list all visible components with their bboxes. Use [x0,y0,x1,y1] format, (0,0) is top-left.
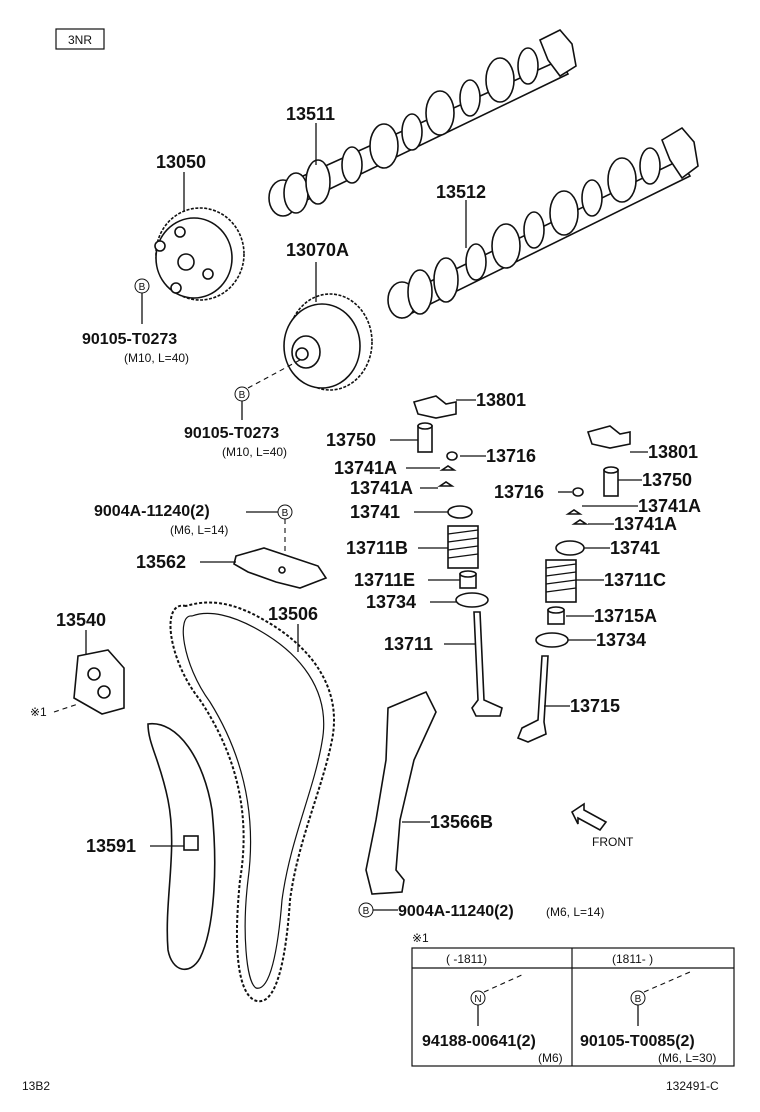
valve-13715 [516,655,549,743]
bolt-b-symbol-4-text: B [363,906,370,917]
label-13566B: 13566B [430,812,493,832]
keeper-13741A-left-1 [439,465,457,471]
sprocket-13050 [154,207,245,301]
camshaft-13512 [387,126,699,320]
valve-spring-13711B [447,525,479,569]
bolt-b-symbol-3-text: B [282,508,289,519]
label-13711E: 13711E [354,570,415,590]
front-arrow-icon [570,802,608,832]
label-13741Ac: 13741A [638,496,701,516]
chain-guide-13566B [365,690,437,895]
valve-spring-13711C [545,559,577,603]
label-13801b: 13801 [648,442,698,462]
shim-13716-right [572,487,584,497]
label-13716a: 13716 [486,446,536,466]
note-col2-spec: (M6, L=30) [658,1051,716,1065]
note-mark-label: ※1 [30,705,47,719]
label-bolt2-spec: (M10, L=40) [222,445,287,459]
rocker-arm-13801-right [586,425,631,449]
label-13734a: 13734 [366,592,416,612]
note-col2-part: 90105-T0085(2) [580,1033,695,1050]
washer-13734-right [535,632,569,648]
label-13511: 13511 [286,104,335,124]
label-bolt1: 90105-T0273 [82,331,177,348]
label-13512: 13512 [436,182,486,202]
label-13801a: 13801 [476,390,526,410]
label-bolt4-spec: (M6, L=14) [546,905,604,919]
tensioner-13540 [73,649,125,715]
note-col2-b-symbol-text: B [635,994,642,1005]
footer-right-code: 132491-C [666,1079,719,1093]
note-col2-header: (1811- ) [612,952,653,966]
label-13715A: 13715A [594,606,657,626]
label-bolt3: 9004A-11240(2) [94,503,210,520]
seal-13715A [547,606,565,625]
label-bolt1-spec: (M10, L=40) [124,351,189,365]
label-13715: 13715 [570,696,620,716]
note-table [411,947,735,1067]
dash-note-mark [53,703,79,713]
camshaft-13511 [268,29,577,217]
label-bolt2: 90105-T0273 [184,425,279,442]
sprocket-13070A [283,293,373,391]
label-13734b: 13734 [596,630,646,650]
label-13716b: 13716 [494,482,544,502]
keeper-13741A-right-2 [571,519,589,525]
seal-13711E [459,570,477,589]
rocker-arm-13801-left [412,395,457,419]
shim-13716-left [446,451,458,461]
washer-13734-left [455,592,489,608]
label-13050: 13050 [156,152,206,172]
note-col1-part: 94188-00641(2) [422,1033,536,1050]
label-13741Ad: 13741A [614,514,677,534]
lash-adjuster-13750-left [417,422,433,453]
label-bolt3-spec: (M6, L=14) [170,523,228,537]
keeper-13741A-left-2 [437,481,455,487]
label-13741Aa: 13741A [334,458,397,478]
bolt-b-symbol-2-text: B [239,390,246,401]
label-13591: 13591 [86,836,136,856]
label-13506: 13506 [268,604,318,624]
engine-tag-label: 3NR [68,33,92,47]
timing-chain-13506 [169,601,335,1003]
label-13070A: 13070A [286,240,349,260]
dash-bolt2 [247,359,301,389]
label-13711: 13711 [384,634,433,654]
label-13750a: 13750 [326,430,376,450]
chain-guide-13562 [233,547,328,589]
bolt-b-symbol-1-text: B [139,282,146,293]
label-bolt4: 9004A-11240(2) [398,903,514,920]
label-13540: 13540 [56,610,106,630]
note-col1-header: ( -1811) [446,952,487,966]
note-col1-dash [483,973,525,993]
keeper-13741A-right-1 [565,509,583,515]
note-table-mark: ※1 [412,931,429,945]
label-13711C: 13711C [604,570,666,590]
note-col1-spec: (M6) [538,1051,563,1065]
label-13741a: 13741 [350,502,400,522]
retainer-13741-left [447,505,473,519]
label-13562: 13562 [136,552,186,572]
valve-13711 [471,611,503,717]
engine-tag: 3NR [55,28,105,50]
label-13741b: 13741 [610,538,660,558]
label-13711B: 13711B [346,538,408,558]
retainer-13741-right [555,540,585,556]
label-13750b: 13750 [642,470,692,490]
label-13741Ab: 13741A [350,478,413,498]
note-col1-n-symbol-text: N [474,994,481,1005]
lash-adjuster-13750-right [603,466,619,497]
front-label: FRONT [592,835,634,849]
footer-left-code: 13B2 [22,1079,50,1093]
